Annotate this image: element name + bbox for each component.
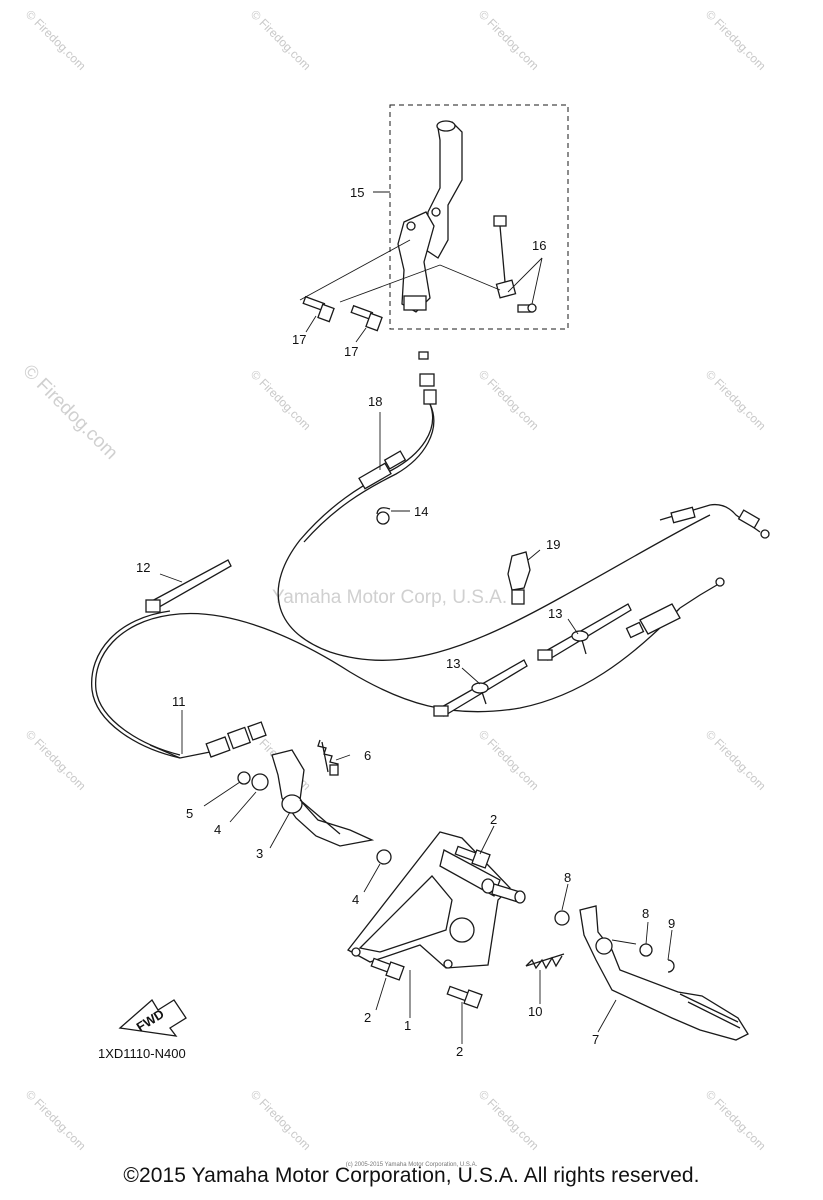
tile-watermark: © Firedog.com [476, 1087, 542, 1153]
callout-2: 2 [364, 1010, 371, 1025]
diagram-code: 1XD1110-N400 [98, 1046, 186, 1061]
cable-tie-12 [145, 559, 232, 613]
tile-watermark: © Firedog.com [703, 367, 769, 433]
watermark-layer: © Firedog.com © Firedog.com © Firedog.co… [18, 7, 768, 1153]
callout-2: 2 [490, 812, 497, 827]
cable-18-upper-end [418, 351, 437, 405]
callout-18: 18 [368, 394, 382, 409]
pivot-shaft [491, 883, 526, 904]
tile-watermark: © Firedog.com [23, 7, 89, 73]
callout-2: 2 [456, 1044, 463, 1059]
bracket-1 [347, 831, 511, 969]
bolt-2-left [370, 957, 405, 981]
spring-6 [317, 739, 339, 776]
cable-18 [277, 403, 711, 661]
callout-13: 13 [548, 606, 562, 621]
washer-4-upper [251, 773, 269, 791]
clip-19 [507, 551, 531, 605]
tile-watermark: © Firedog.com [476, 367, 542, 433]
cable-18-rear-end [659, 503, 770, 539]
lever-assembly-box [389, 104, 569, 330]
callout-8: 8 [642, 906, 649, 921]
callout-17: 17 [292, 332, 306, 347]
callout-5: 5 [186, 806, 193, 821]
tile-watermark: © Firedog.com [703, 1087, 769, 1153]
bolt-17-right [350, 304, 383, 332]
cable-18-adjuster [358, 450, 407, 490]
cable-tie-13-upper [537, 603, 632, 661]
brake-pedal-7 [579, 905, 749, 1041]
callout-12: 12 [136, 560, 150, 575]
cable-11-front-end [149, 721, 267, 759]
washer-8-left [554, 910, 570, 926]
circlip-9 [667, 959, 675, 973]
callout-6: 6 [364, 748, 371, 763]
cable-tie-13-lower [433, 659, 528, 717]
tile-watermark: © Firedog.com [476, 727, 542, 793]
forward-arrow: FWD [118, 998, 187, 1037]
spring-10 [525, 953, 565, 970]
callout-17: 17 [344, 344, 358, 359]
tile-watermark: © Firedog.com [703, 727, 769, 793]
callout-4: 4 [214, 822, 221, 837]
tile-watermark: © Firedog.com [703, 7, 769, 73]
bolt-17-left [302, 295, 335, 323]
callout-3: 3 [256, 846, 263, 861]
callout-19: 19 [546, 537, 560, 552]
callout-leaders [159, 191, 673, 1044]
callout-8: 8 [564, 870, 571, 885]
copyright-footer: ©2015 Yamaha Motor Corporation, U.S.A. A… [123, 1164, 700, 1187]
callout-14: 14 [414, 504, 428, 519]
clip-14 [376, 507, 391, 525]
tile-watermark: © Firedog.com [248, 367, 314, 433]
bolt-2-top [454, 845, 491, 869]
washer-8-right [639, 943, 653, 957]
cable-11 [95, 607, 681, 756]
tile-watermark: © Firedog.com [23, 1087, 89, 1153]
parking-brake-lever [397, 120, 537, 313]
center-watermark: Yamaha Motor Corp, U.S.A. [272, 587, 507, 608]
brake-arm-3 [271, 749, 375, 847]
callout-9: 9 [668, 916, 675, 931]
bolt-2-bottom [446, 985, 483, 1009]
callout-15: 15 [350, 185, 364, 200]
callout-labels: 15 16 17 17 18 14 19 12 13 13 11 6 5 4 3… [136, 185, 675, 1059]
tile-watermark-large: © Firedog.com [18, 361, 121, 464]
circlip-5 [237, 771, 251, 785]
washer-4-lower [376, 849, 392, 865]
callout-10: 10 [528, 1004, 542, 1019]
callout-13: 13 [446, 656, 460, 671]
tile-watermark: © Firedog.com [248, 1087, 314, 1153]
callout-16: 16 [532, 238, 546, 253]
callout-4: 4 [352, 892, 359, 907]
callout-1: 1 [404, 1018, 411, 1033]
callout-11: 11 [172, 694, 186, 709]
tiny-copyright: (c) 2005-2015 Yamaha Motor Corporation, … [345, 1162, 478, 1168]
cable-11-inline-adjuster [625, 577, 725, 639]
tile-watermark: © Firedog.com [248, 7, 314, 73]
tile-watermark: © Firedog.com [23, 727, 89, 793]
callout-7: 7 [592, 1032, 599, 1047]
tile-watermark: © Firedog.com [476, 7, 542, 73]
